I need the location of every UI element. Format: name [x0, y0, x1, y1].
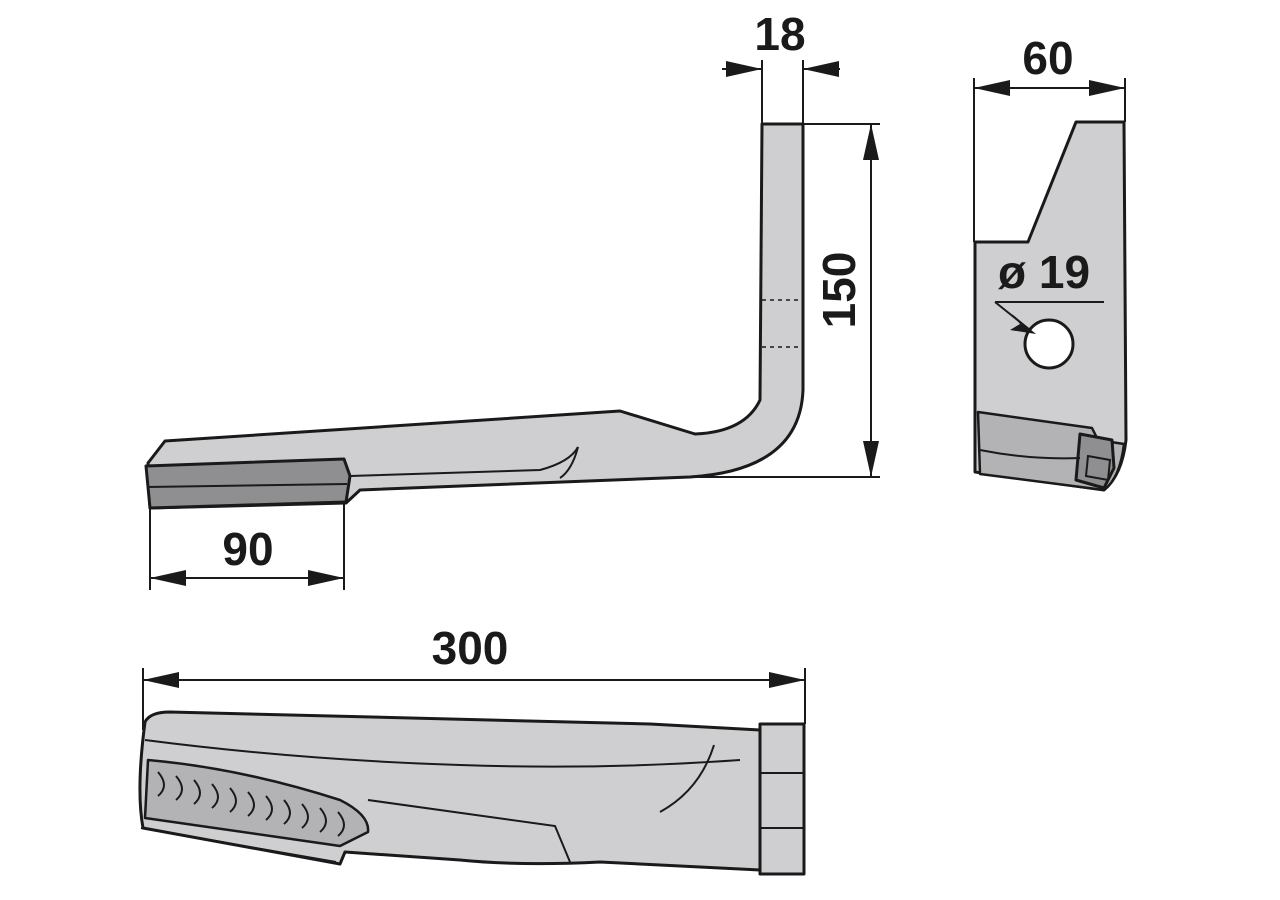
dim-diameter-label: ø 19: [998, 246, 1090, 298]
dimension-150: 150: [690, 123, 880, 478]
end-view-mounting-hole: [1023, 318, 1075, 370]
dim-150-label: 150: [813, 252, 865, 329]
side-view: [144, 122, 805, 510]
side-view-blade: [146, 122, 805, 510]
end-view-edge-line: [979, 449, 1081, 460]
top-view-bevel-line: [367, 799, 571, 863]
dimension-90: 90: [149, 503, 345, 590]
side-view-hardened-tip: [144, 457, 352, 510]
top-view-hardfacing: [143, 758, 370, 848]
tip-edge-line: [147, 483, 348, 488]
dimension-300: 300: [142, 622, 806, 730]
top-view-mount-block: [758, 722, 806, 876]
top-view-curve-line: [659, 744, 715, 813]
side-view-bevel-2: [559, 446, 579, 479]
dim-300-label: 300: [432, 622, 509, 674]
side-view-bevel: [349, 446, 579, 477]
diameter-arrow: [1010, 314, 1036, 334]
dimension-60: 60: [973, 32, 1126, 242]
dim-60-label: 60: [1022, 32, 1073, 84]
end-view-tip-face: [1084, 454, 1112, 482]
top-view: [138, 710, 806, 876]
top-view-ridge: [144, 739, 741, 768]
end-view: ø 19: [973, 120, 1128, 492]
top-view-lower-edge: [140, 827, 337, 863]
dim-90-label: 90: [222, 523, 273, 575]
dim-18-label: 18: [754, 8, 805, 60]
top-view-weld-beads: [157, 771, 345, 837]
dimension-18: 18: [722, 8, 840, 124]
